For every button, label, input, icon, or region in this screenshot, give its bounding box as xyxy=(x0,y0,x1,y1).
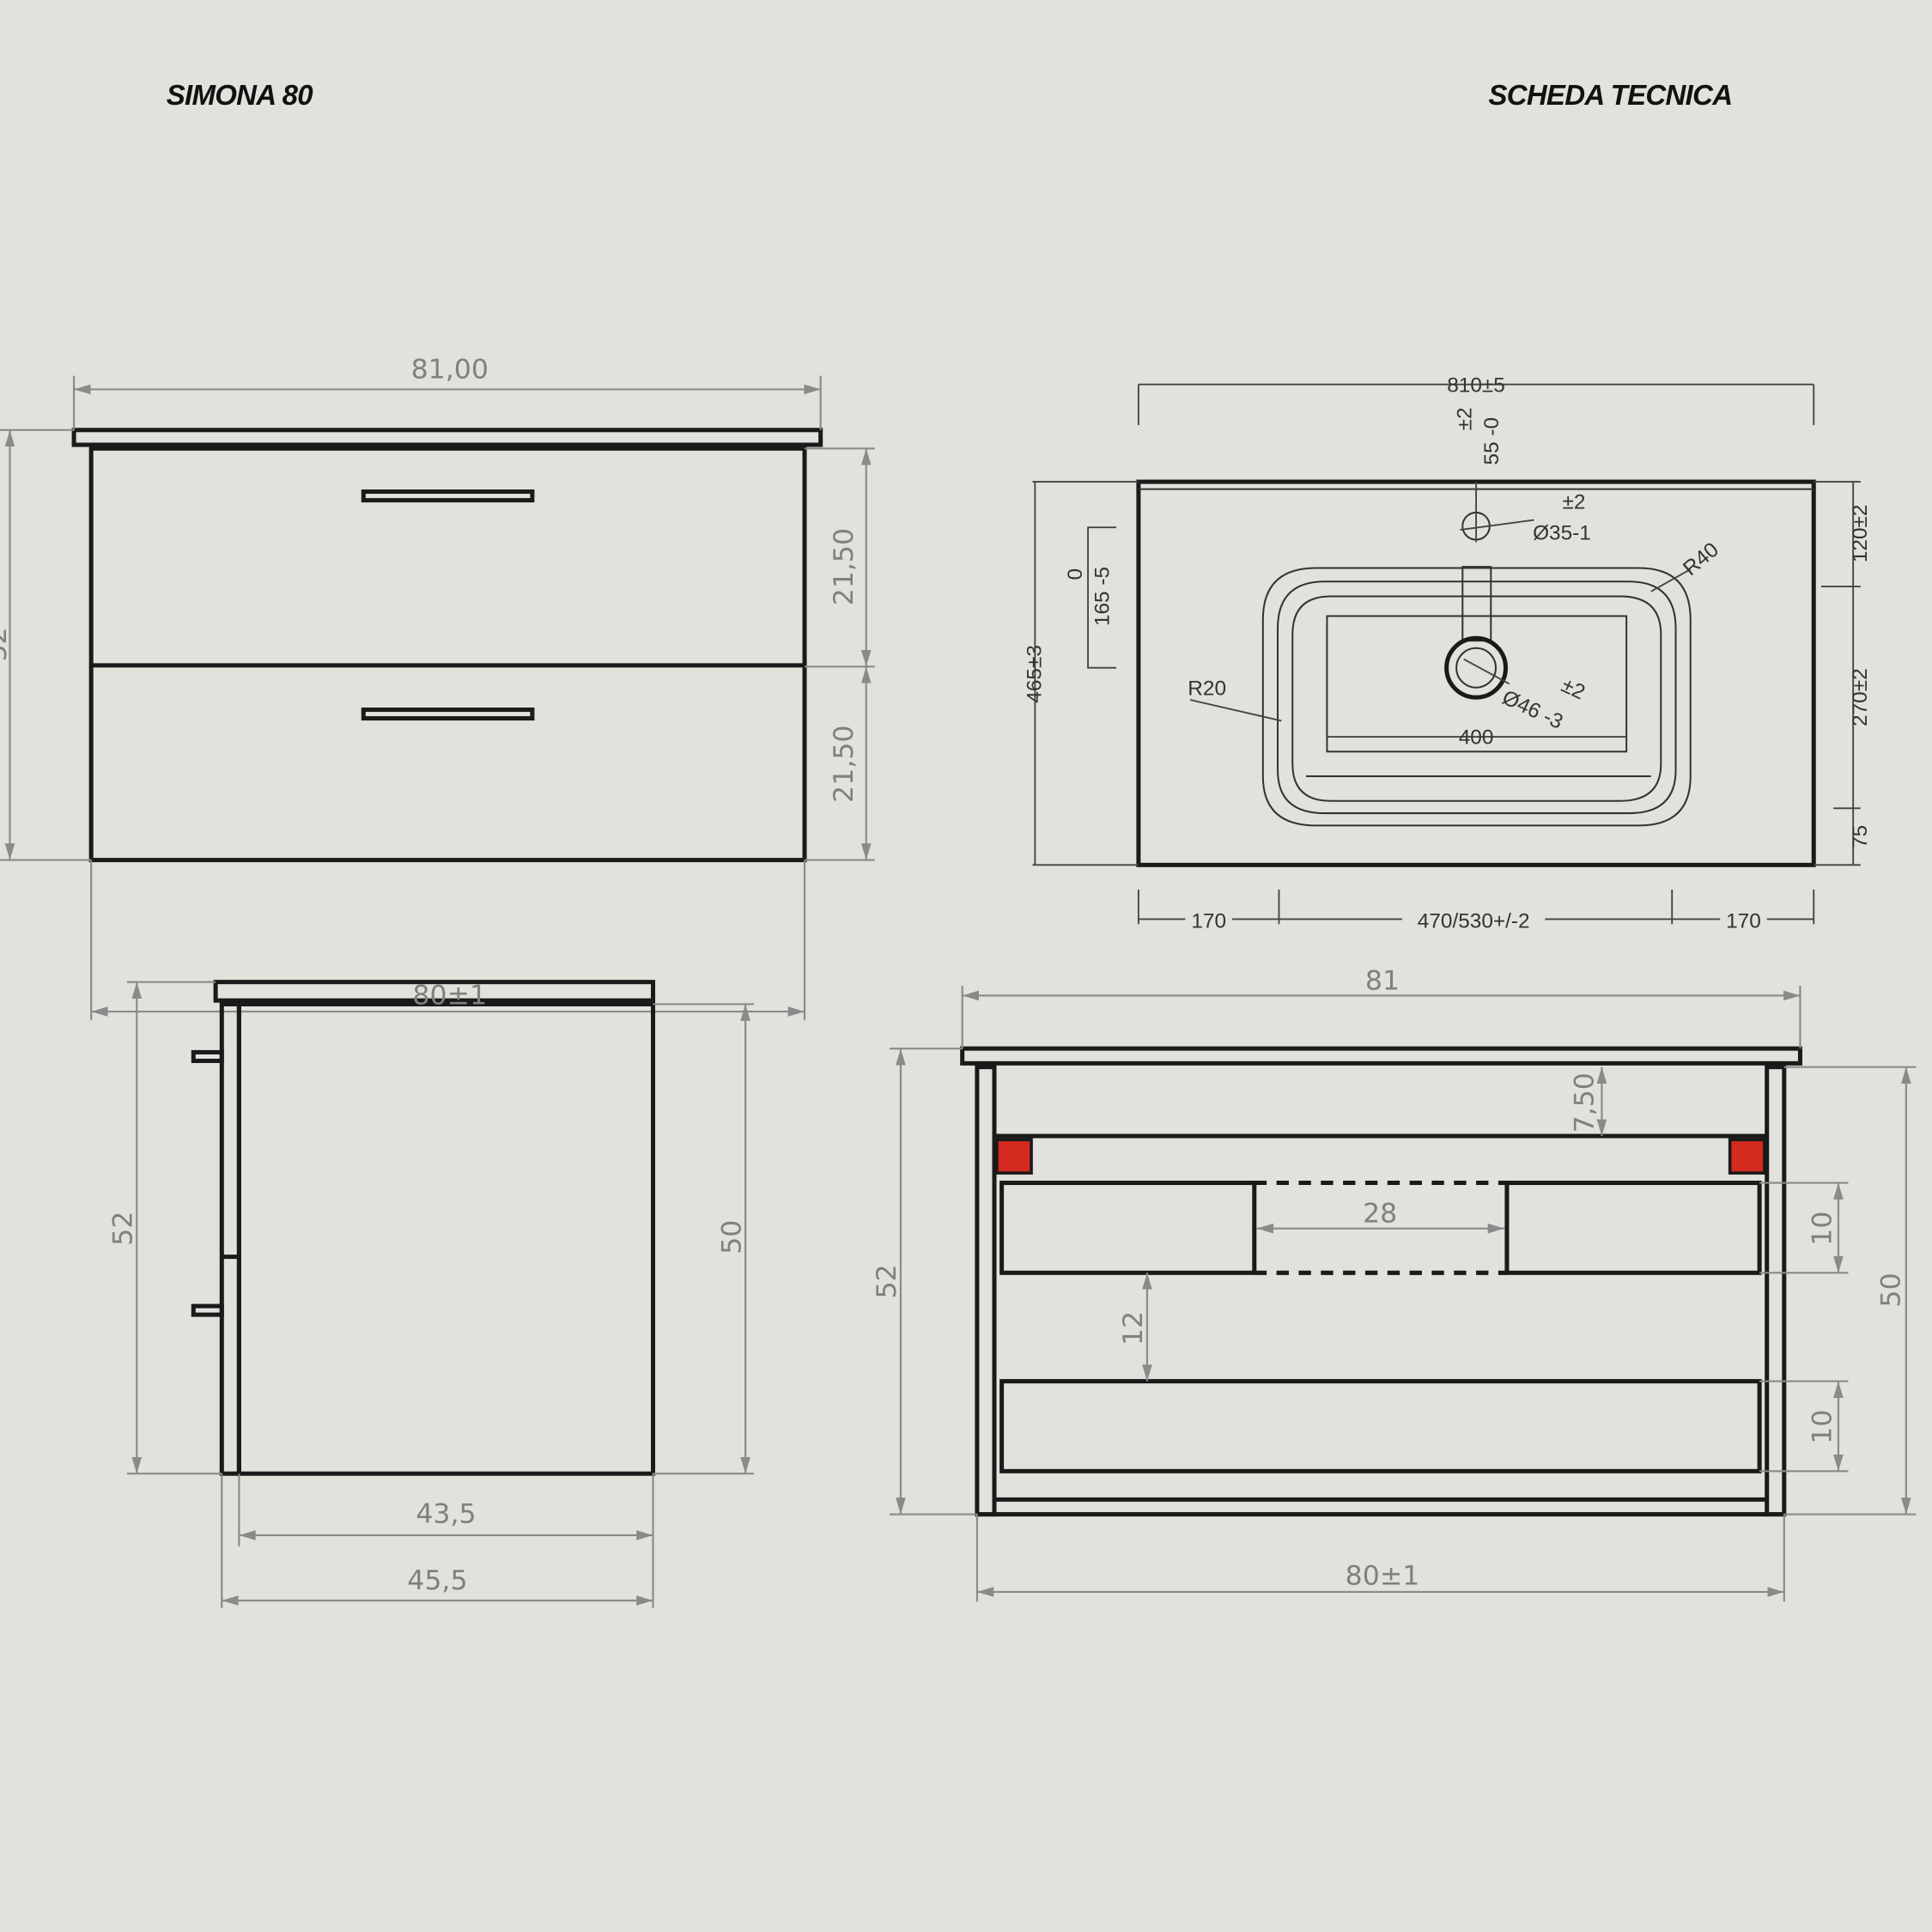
dim-back-height-body: 50 xyxy=(1876,1273,1907,1307)
dim-rail-height: 7,50 xyxy=(1569,1072,1600,1133)
countertop-back xyxy=(960,1046,1802,1066)
dim-depth-inner: 43,5 xyxy=(416,1499,476,1530)
drawer-box-right xyxy=(1504,1181,1762,1275)
dim-spacing: 12 xyxy=(1118,1311,1149,1346)
front-view: 81,00 52 21,50 21,50 xyxy=(0,355,875,1021)
dim-basin-width: 810±5 xyxy=(1447,374,1505,397)
dim-depth-top: 120±2 xyxy=(1849,505,1872,563)
countertop xyxy=(71,428,823,447)
dim-depth-front: 75 xyxy=(1849,825,1872,848)
dim-width: 81,00 xyxy=(411,355,489,386)
drawer-box-left xyxy=(999,1181,1257,1275)
tap-hole-dia: Ø35-1 xyxy=(1533,522,1591,545)
dim-drawer-top: 21,50 xyxy=(829,528,860,605)
mounting-bracket-left xyxy=(995,1138,1033,1175)
bowl-offset: 165 -5 xyxy=(1091,567,1114,626)
radius-inner: R20 xyxy=(1188,677,1226,700)
bowl-offset-tol: 0 xyxy=(1064,568,1087,580)
drain-tol: ±2 xyxy=(1558,674,1589,705)
side-view: 80±1 52 50 43,5 45,5 xyxy=(108,980,755,1608)
bowl-width: 400 xyxy=(1459,726,1494,750)
dim-box-upper: 10 xyxy=(1807,1212,1838,1246)
tap-tol: ±2 xyxy=(1453,407,1476,430)
bowl-outer xyxy=(1261,567,1692,827)
dim-box-lower: 10 xyxy=(1807,1410,1838,1444)
dim-side-height-body: 50 xyxy=(716,1220,747,1255)
countertop-side xyxy=(213,980,656,1003)
drawer-handle xyxy=(361,708,535,721)
product-title: SIMONA 80 xyxy=(167,79,314,111)
dim-back-width-top: 81 xyxy=(1365,965,1400,996)
tap-offset: 55 -0 xyxy=(1480,417,1504,465)
handle-side xyxy=(191,1049,224,1064)
cabinet-body xyxy=(88,446,807,863)
dim-left-margin: 170 xyxy=(1191,910,1226,933)
dim-bowl-span: 470/530+/-2 xyxy=(1418,910,1530,933)
dim-drawer-bottom: 21,50 xyxy=(829,726,860,803)
dim-height: 52 xyxy=(0,627,13,661)
dim-back-height-total: 52 xyxy=(872,1264,902,1298)
drawer-box-bottom xyxy=(999,1379,1762,1473)
back-view: 81 7,50 28 10 10 12 52 50 80±1 xyxy=(872,965,1917,1602)
dim-right-margin: 170 xyxy=(1726,910,1761,933)
sheet-title: SCHEDA TECNICA xyxy=(1488,79,1732,111)
tap-hole-tol: ±2 xyxy=(1563,491,1586,514)
dim-basin-depth: 465±3 xyxy=(1024,645,1047,703)
dim-bowl-depth: 270±2 xyxy=(1849,668,1872,726)
dim-gap: 28 xyxy=(1363,1198,1397,1229)
dim-back-width-body: 80±1 xyxy=(1346,1560,1420,1591)
dim-side-height-total: 52 xyxy=(108,1212,139,1246)
handle-side xyxy=(191,1303,224,1317)
drain-icon xyxy=(1444,635,1509,700)
dim-side-top: 80±1 xyxy=(412,980,487,1011)
mounting-bracket-right xyxy=(1728,1138,1766,1175)
cabinet-side xyxy=(236,1001,656,1476)
drain-dia: Ø46 -3 xyxy=(1498,686,1566,734)
radius-outer: R40 xyxy=(1679,538,1723,580)
dim-depth-total: 45,5 xyxy=(407,1565,467,1596)
drawer-handle xyxy=(361,489,535,503)
basin-top-view: 810±5 ±2 55 -0 ±2 Ø35-1 R40 R20 ±2 Ø46 -… xyxy=(1024,374,1872,933)
